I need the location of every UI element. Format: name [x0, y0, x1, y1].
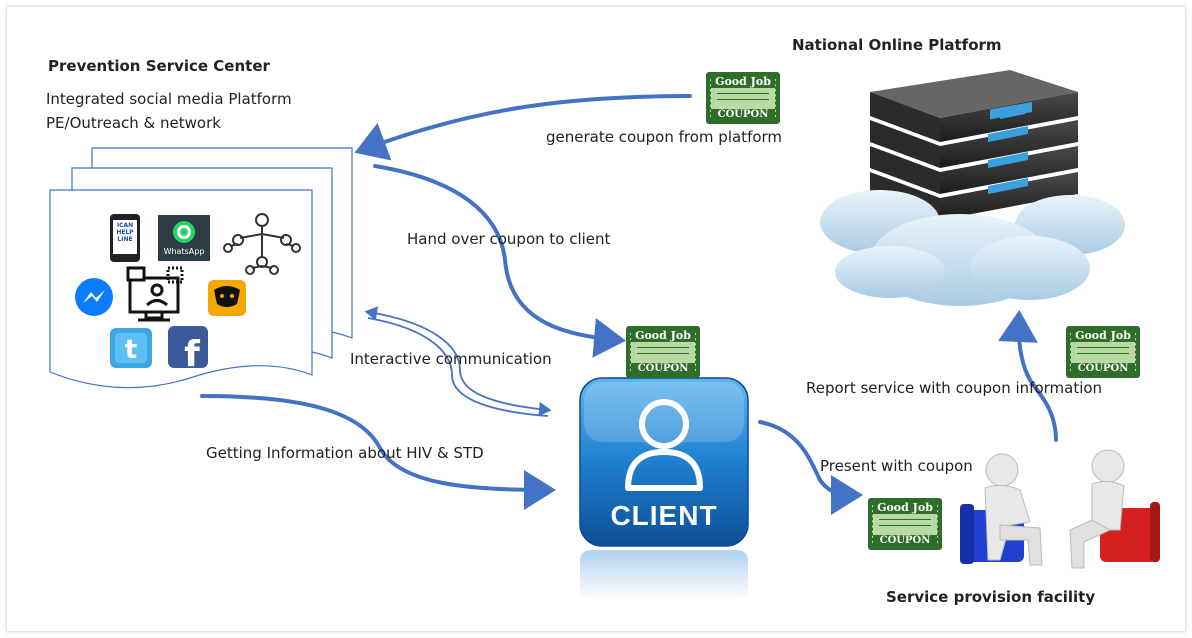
client-label: CLIENT: [610, 500, 718, 531]
prevention-center-title: Prevention Service Center: [48, 57, 270, 75]
label-interactive: Interactive communication: [350, 350, 552, 368]
facebook-icon: f: [168, 326, 208, 375]
label-present: Present with coupon: [820, 457, 973, 475]
coupon-line1: Good Job: [1071, 329, 1135, 342]
social-icons: t f: [75, 213, 301, 375]
arrow-hand-over: [373, 164, 626, 358]
coupon-line2: COUPON: [711, 109, 775, 120]
prevention-center-line2: PE/Outreach & network: [46, 114, 221, 132]
user-head-icon: [639, 399, 689, 449]
cloud: [820, 190, 1125, 306]
computer-user-icon: [126, 266, 184, 322]
arrow-getting-info: [200, 394, 556, 510]
coupon-line1: Good Job: [631, 329, 695, 342]
arrow-interactive: [364, 306, 552, 417]
coupon-line1: Good Job: [873, 501, 937, 514]
label-hand-over: Hand over coupon to client: [407, 230, 611, 248]
arrow-report: [997, 310, 1058, 442]
coupon-report: Good Job COUPON: [1066, 326, 1140, 378]
people-meeting: [960, 449, 1160, 569]
coupon-line2: COUPON: [1071, 363, 1135, 374]
svg-text:f: f: [184, 334, 200, 375]
label-getting-info: Getting Information about HIV & STD: [206, 444, 484, 462]
label-report: Report service with coupon information: [806, 379, 1103, 397]
server-rack: [870, 70, 1078, 220]
ican-helpline-label: ICAN HELP LINE: [116, 222, 134, 243]
coupon-facility: Good Job COUPON: [868, 498, 942, 550]
grindr-icon: [208, 280, 246, 316]
client-box: [579, 377, 749, 600]
coupon-top: Good Job COUPON: [706, 72, 780, 124]
arrow-generate-coupon: [354, 94, 692, 161]
svg-text:t: t: [125, 335, 137, 365]
whatsapp-label: WhatsApp: [163, 247, 205, 256]
twitter-icon: t: [110, 328, 152, 368]
national-platform-title: National Online Platform: [792, 36, 1002, 54]
user-body-icon: [625, 449, 703, 491]
label-generate-coupon: generate coupon from platform: [546, 128, 783, 146]
ican-helpline-icon: [110, 214, 140, 262]
coupon-line2: COUPON: [873, 535, 937, 546]
arrow-present: [758, 420, 863, 515]
network-icon: [223, 213, 301, 275]
coupon-client: Good Job COUPON: [626, 326, 700, 378]
whatsapp-icon: [158, 215, 210, 261]
messenger-icon: [75, 278, 113, 316]
flow-arrows: [200, 94, 1058, 515]
coupon-line1: Good Job: [711, 75, 775, 88]
facility-title: Service provision facility: [886, 588, 1096, 606]
prevention-center-line1: Integrated social media Platform: [46, 90, 292, 108]
coupon-line2: COUPON: [631, 363, 695, 374]
